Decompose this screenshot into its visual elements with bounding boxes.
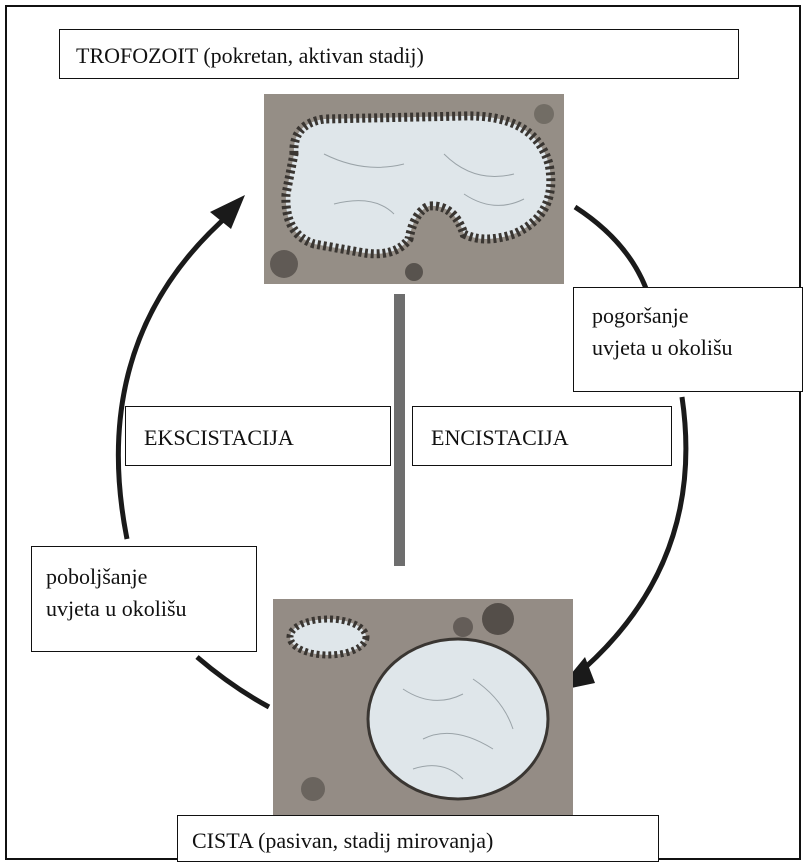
cyst-label-box: CISTA (pasivan, stadij mirovanja)	[177, 815, 659, 862]
excystment-arc-lower	[197, 657, 269, 707]
encystment-box: ENCISTACIJA	[412, 406, 672, 466]
excystment-label: EKSCISTACIJA	[144, 422, 390, 454]
diagram-frame: TROFOZOIT (pokretan, aktivan stadij) pog…	[5, 5, 801, 860]
worsening-conditions-line2: uvjeta u okolišu	[592, 332, 802, 364]
trophozoite-label-box: TROFOZOIT (pokretan, aktivan stadij)	[59, 29, 739, 79]
excystment-box: EKSCISTACIJA	[125, 406, 391, 466]
worsening-conditions-box: pogoršanje uvjeta u okolišu	[573, 287, 803, 392]
cyst-label: CISTA (pasivan, stadij mirovanja)	[192, 825, 658, 857]
improving-conditions-line2: uvjeta u okolišu	[46, 593, 256, 625]
excystment-arc-upper	[118, 212, 232, 539]
trophozoite-label: TROFOZOIT (pokretan, aktivan stadij)	[76, 40, 738, 72]
encystment-label: ENCISTACIJA	[431, 422, 671, 454]
improving-conditions-line1: poboljšanje	[46, 561, 256, 593]
trophozoite-micrograph	[264, 94, 564, 284]
central-divider-bar	[394, 294, 405, 566]
cyst-micrograph	[273, 599, 573, 815]
improving-conditions-box: poboljšanje uvjeta u okolišu	[31, 546, 257, 652]
worsening-conditions-line1: pogoršanje	[592, 300, 802, 332]
